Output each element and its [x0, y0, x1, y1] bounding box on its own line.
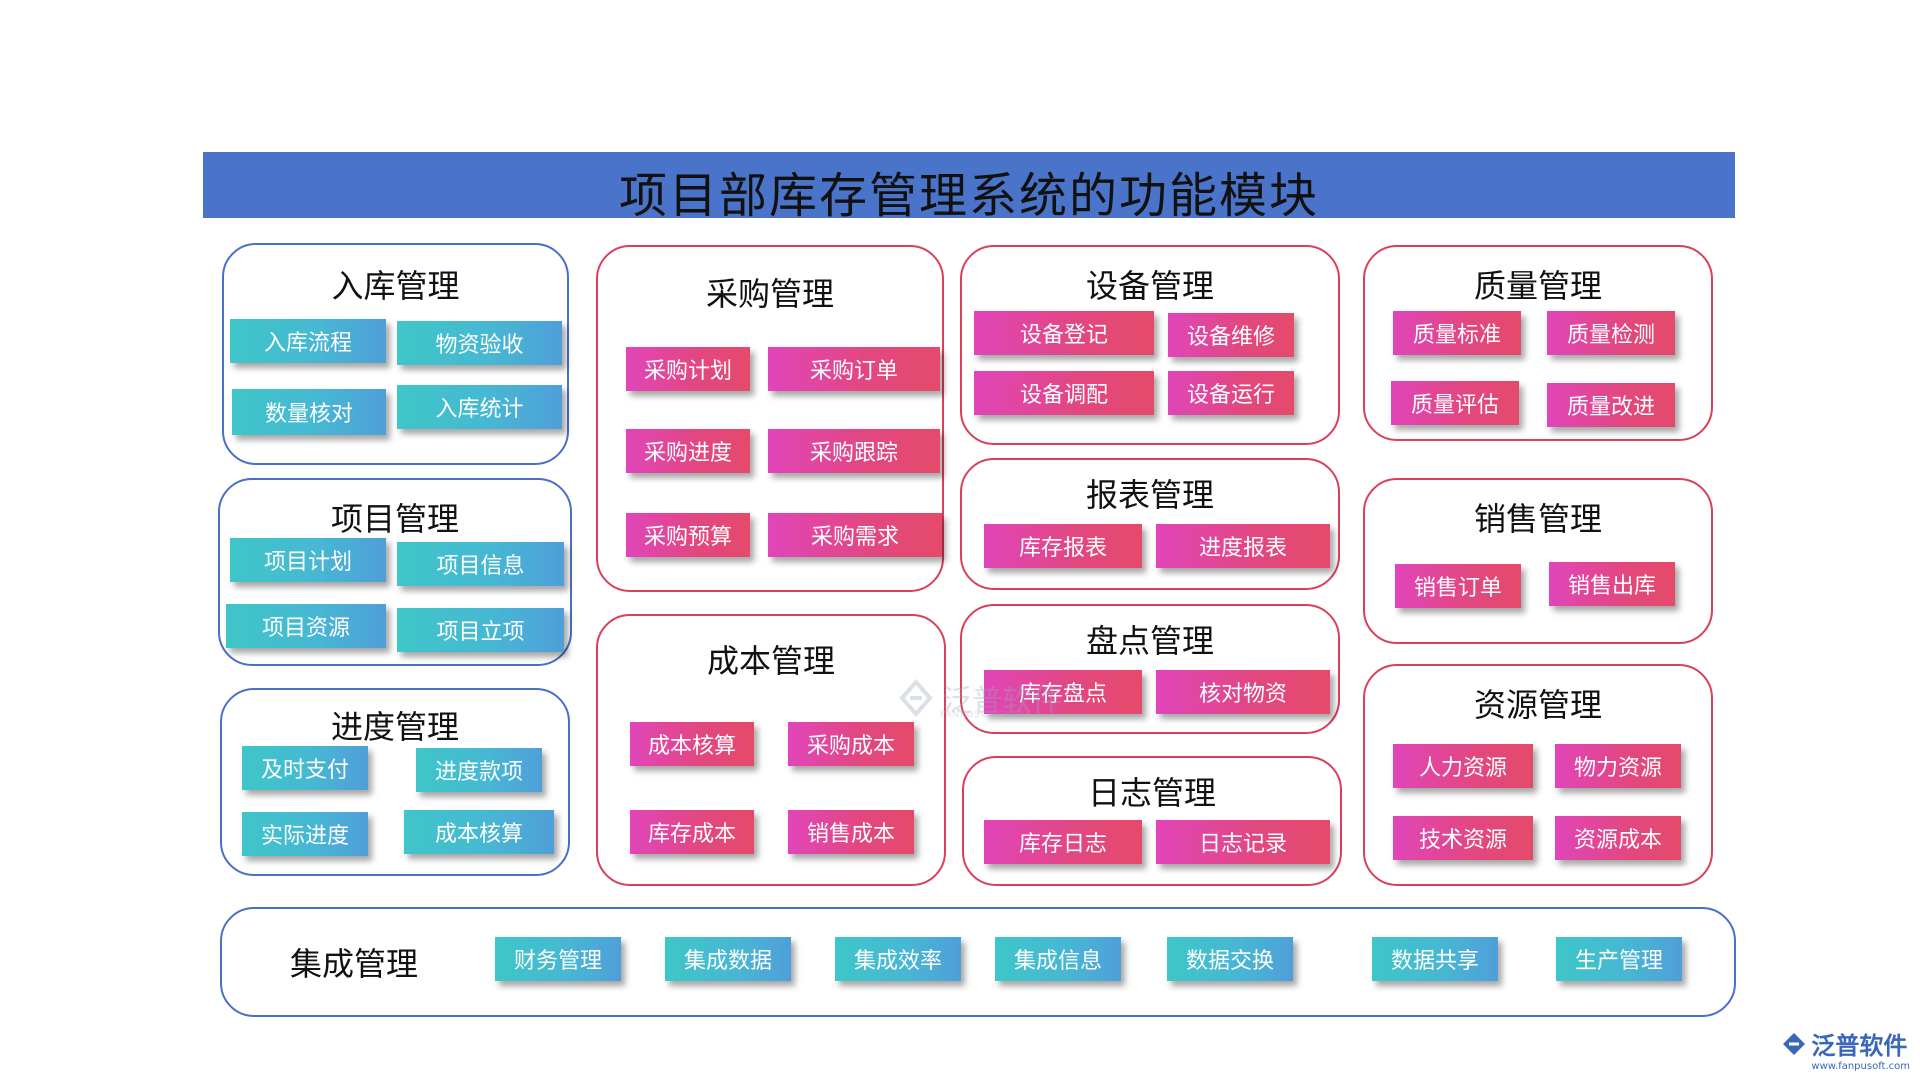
item-ziyuan-chengben[interactable]: 资源成本 — [1555, 816, 1681, 860]
panel-title-pandian: 盘点管理 — [1085, 622, 1214, 660]
brand-logo[interactable]: 泛普软件 www.fanpusoft.com — [1781, 1026, 1910, 1072]
panel-xiaoshou: 销售管理 销售订单 销售出库 — [1363, 478, 1713, 644]
item-shebei-weixiu[interactable]: 设备维修 — [1168, 313, 1294, 357]
item-ziyuan-renli[interactable]: 人力资源 — [1393, 744, 1533, 788]
item-baobiao-jindu[interactable]: 进度报表 — [1156, 524, 1330, 568]
panel-title-jindu: 进度管理 — [330, 708, 459, 746]
item-zhiliang-gaijin[interactable]: 质量改进 — [1547, 383, 1675, 427]
item-baobiao-kucun[interactable]: 库存报表 — [984, 524, 1142, 568]
panel-title-jicheng: 集成管理 — [290, 945, 419, 983]
item-jindu-chengben[interactable]: 成本核算 — [404, 810, 554, 854]
item-xiangmu-ziyuan[interactable]: 项目资源 — [226, 604, 386, 648]
item-ruku-liucheng[interactable]: 入库流程 — [230, 319, 386, 363]
page-title: 项目部库存管理系统的功能模块 — [618, 168, 1319, 224]
item-jicheng-jiaohuan[interactable]: 数据交换 — [1167, 937, 1293, 981]
panel-caigou: 采购管理 采购计划 采购订单 采购进度 采购跟踪 采购预算 采购需求 — [596, 245, 944, 592]
item-jicheng-shuju[interactable]: 集成数据 — [665, 937, 791, 981]
panel-jicheng: 集成管理 财务管理 集成数据 集成效率 集成信息 数据交换 数据共享 生产管理 — [220, 907, 1736, 1017]
item-chengben-hesuan[interactable]: 成本核算 — [630, 722, 754, 766]
panel-pandian: 盘点管理 库存盘点 核对物资 — [960, 604, 1340, 734]
item-zhiliang-biaozhun[interactable]: 质量标准 — [1393, 311, 1521, 355]
item-chengben-xiaoshou[interactable]: 销售成本 — [788, 810, 914, 854]
item-jindu-zhifu[interactable]: 及时支付 — [242, 746, 368, 790]
panel-title-caigou: 采购管理 — [705, 275, 834, 313]
item-chengben-kucun[interactable]: 库存成本 — [630, 810, 754, 854]
panel-ziyuan: 资源管理 人力资源 物力资源 技术资源 资源成本 — [1363, 664, 1713, 886]
item-jicheng-shengchan[interactable]: 生产管理 — [1556, 937, 1682, 981]
item-shebei-tiaopei[interactable]: 设备调配 — [974, 371, 1154, 415]
panel-title-ziyuan: 资源管理 — [1473, 686, 1602, 724]
panel-baobiao: 报表管理 库存报表 进度报表 — [960, 458, 1340, 590]
panel-title-zhiliang: 质量管理 — [1473, 267, 1602, 305]
item-xiangmu-lixiang[interactable]: 项目立项 — [397, 608, 564, 652]
item-ziyuan-wuli[interactable]: 物力资源 — [1555, 744, 1681, 788]
item-caigou-dingdan[interactable]: 采购订单 — [768, 347, 940, 391]
brand-logo-icon — [1783, 1032, 1806, 1055]
panel-jindu: 进度管理 及时支付 进度款项 实际进度 成本核算 — [220, 688, 570, 876]
item-caigou-xuqiu[interactable]: 采购需求 — [768, 513, 942, 557]
panel-ruku: 入库管理 入库流程 物资验收 数量核对 入库统计 — [222, 243, 569, 465]
watermark: 泛普软件 FANPUSOFTWARE — [896, 676, 1062, 720]
item-pandian-kucun[interactable]: 库存盘点 — [984, 670, 1142, 714]
item-chengben-caigou[interactable]: 采购成本 — [788, 722, 914, 766]
item-zhiliang-jiance[interactable]: 质量检测 — [1547, 311, 1675, 355]
item-zhiliang-pinggu[interactable]: 质量评估 — [1391, 381, 1519, 425]
brand-url: www.fanpusoft.com — [1811, 1061, 1910, 1072]
item-jindu-kuanxiang[interactable]: 进度款项 — [416, 748, 542, 792]
item-caigou-jindu[interactable]: 采购进度 — [626, 429, 750, 473]
item-xiangmu-xinxi[interactable]: 项目信息 — [397, 542, 564, 586]
item-caigou-jihua[interactable]: 采购计划 — [626, 347, 750, 391]
panel-title-ruku: 入库管理 — [331, 267, 460, 305]
item-xiangmu-jihua[interactable]: 项目计划 — [230, 538, 386, 582]
panel-rizhi: 日志管理 库存日志 日志记录 — [962, 756, 1342, 886]
item-jicheng-gongxiang[interactable]: 数据共享 — [1372, 937, 1498, 981]
panel-zhiliang: 质量管理 质量标准 质量检测 质量评估 质量改进 — [1363, 245, 1713, 441]
panel-title-baobiao: 报表管理 — [1085, 476, 1214, 514]
panel-title-xiangmu: 项目管理 — [330, 500, 459, 538]
item-xiaoshou-dingdan[interactable]: 销售订单 — [1395, 564, 1521, 608]
panel-title-rizhi: 日志管理 — [1087, 774, 1216, 812]
item-ziyuan-jishu[interactable]: 技术资源 — [1393, 816, 1533, 860]
panel-chengben: 成本管理 成本核算 采购成本 库存成本 销售成本 — [596, 614, 946, 886]
item-rizhi-jilu[interactable]: 日志记录 — [1156, 820, 1330, 864]
item-caigou-yusuan[interactable]: 采购预算 — [626, 513, 750, 557]
item-shebei-yunxing[interactable]: 设备运行 — [1168, 371, 1294, 415]
watermark-logo-icon — [899, 678, 933, 718]
item-jindu-shiji[interactable]: 实际进度 — [242, 812, 368, 856]
item-jicheng-xinxi[interactable]: 集成信息 — [995, 937, 1121, 981]
item-ruku-hedui[interactable]: 数量核对 — [232, 389, 386, 435]
item-rizhi-kucun[interactable]: 库存日志 — [984, 820, 1142, 864]
item-jicheng-caiwu[interactable]: 财务管理 — [495, 937, 621, 981]
item-ruku-yanshou[interactable]: 物资验收 — [397, 321, 562, 365]
panel-title-shebei: 设备管理 — [1085, 267, 1214, 305]
panel-title-chengben: 成本管理 — [706, 642, 835, 680]
panel-shebei: 设备管理 设备登记 设备维修 设备调配 设备运行 — [960, 245, 1340, 445]
watermark-sub: FANPUSOFTWARE — [940, 710, 1033, 720]
item-shebei-dengji[interactable]: 设备登记 — [974, 311, 1154, 355]
watermark-name: 泛普软件 — [942, 684, 1062, 719]
item-caigou-genzong[interactable]: 采购跟踪 — [768, 429, 940, 473]
item-xiaoshou-chuku[interactable]: 销售出库 — [1549, 562, 1675, 606]
title-bar: 项目部库存管理系统的功能模块 — [203, 152, 1735, 224]
panel-xiangmu: 项目管理 项目计划 项目信息 项目资源 项目立项 — [218, 478, 572, 666]
brand-name: 泛普软件 — [1811, 1032, 1908, 1060]
item-ruku-tongji[interactable]: 入库统计 — [397, 385, 562, 429]
item-jicheng-xiaolv[interactable]: 集成效率 — [835, 937, 961, 981]
panel-title-xiaoshou: 销售管理 — [1473, 500, 1602, 538]
item-pandian-hedui[interactable]: 核对物资 — [1156, 670, 1330, 714]
